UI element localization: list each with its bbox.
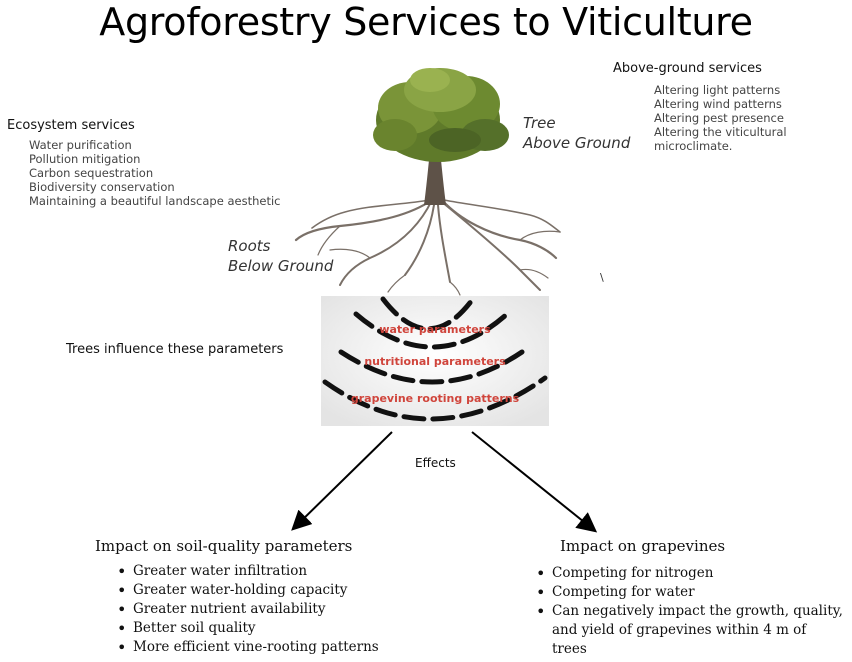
soil-impact-item: Greater water infiltration: [115, 562, 379, 581]
parameter-arcs: [322, 293, 548, 422]
tree-label-line2: Above Ground: [523, 134, 631, 152]
band-rooting-patterns: grapevine rooting patterns: [350, 392, 520, 405]
ecosystem-services-block: Ecosystem services Water purification Po…: [7, 118, 280, 208]
roots-label-line1: Roots: [228, 237, 271, 255]
above-ground-item: Altering wind patterns: [654, 97, 782, 111]
roots-label-line2: Below Ground: [228, 257, 334, 275]
grapevine-impact-heading: Impact on grapevines: [560, 537, 726, 555]
grapevine-impact-block: Competing for nitrogen Competing for wat…: [534, 564, 844, 659]
effects-label: Effects: [415, 456, 456, 470]
ecosystem-item: Biodiversity conservation: [29, 180, 175, 194]
above-ground-item: Altering the viticultural microclimate.: [654, 125, 787, 153]
effect-arrows: [291, 431, 598, 533]
grapevine-impact-item-continuation: and yield of grapevines within 4 m of tr…: [552, 622, 807, 657]
roots-label: Roots Below Ground: [228, 236, 333, 276]
above-ground-item: Altering light patterns: [654, 83, 781, 97]
tree-roots-illustration: [294, 198, 561, 296]
band-nutritional-parameters: nutritional parameters: [364, 355, 506, 368]
soil-impact-item: Greater water-holding capacity: [115, 581, 379, 600]
page-title: Agroforestry Services to Viticulture: [99, 0, 753, 44]
arrow-to-grapevines: [471, 431, 598, 533]
above-ground-item: Altering pest presence: [654, 111, 784, 125]
ecosystem-services-heading: Ecosystem services: [7, 118, 135, 133]
grapevine-impact-item: Competing for nitrogen: [534, 564, 844, 583]
tree-label: Tree Above Ground: [523, 113, 630, 153]
tree-label-line1: Tree: [523, 114, 556, 132]
band-water-parameters: water parameters: [379, 323, 491, 336]
soil-impact-block: Impact on soil-quality parameters Greate…: [95, 537, 379, 657]
ecosystem-item: Water purification: [29, 138, 132, 152]
grapevine-impact-heading-wrap: Impact on grapevines: [560, 537, 725, 555]
soil-impact-item: Greater nutrient availability: [115, 600, 379, 619]
tree-crown: [373, 68, 509, 162]
stray-mark: \: [600, 271, 604, 284]
arrow-to-soil: [291, 431, 393, 531]
parameters-label: Trees influence these parameters: [66, 342, 284, 357]
soil-impact-item: More efficient vine-rooting patterns: [115, 638, 379, 657]
grapevine-impact-item: Can negatively impact the growth, qualit…: [534, 602, 844, 621]
ecosystem-item: Pollution mitigation: [29, 152, 141, 166]
soil-impact-item: Better soil quality: [115, 619, 379, 638]
soil-impact-heading: Impact on soil-quality parameters: [95, 537, 353, 555]
ecosystem-item: Maintaining a beautiful landscape aesthe…: [29, 194, 281, 208]
above-ground-heading: Above-ground services: [613, 61, 762, 76]
grapevine-impact-item: Competing for water: [534, 583, 844, 602]
above-ground-block: Above-ground services Altering light pat…: [613, 61, 852, 153]
ecosystem-item: Carbon sequestration: [29, 166, 154, 180]
